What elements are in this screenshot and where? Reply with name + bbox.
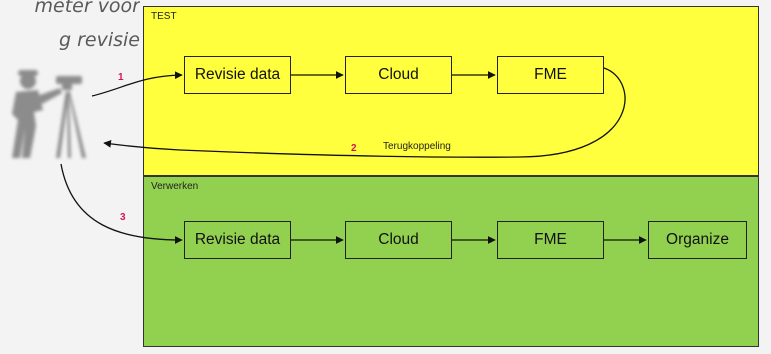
caption: meter voor g revisie	[0, 0, 141, 60]
lane-label-verwerken: Verwerken	[151, 181, 199, 192]
caption-line-2: g revisie	[59, 29, 140, 51]
arrow-flow-3	[60, 163, 183, 244]
box-verwerken-revisie-data[interactable]: Revisie data	[184, 221, 291, 259]
box-test-revisie-data[interactable]: Revisie data	[184, 56, 291, 94]
lane-label-test: TEST	[151, 11, 177, 22]
box-verwerken-fme[interactable]: FME	[497, 221, 604, 259]
feedback-label: Terugkoppeling	[383, 141, 451, 152]
flow-number-2: 2	[351, 143, 357, 154]
box-verwerken-cloud[interactable]: Cloud	[345, 221, 452, 259]
caption-line-1: meter voor	[34, 0, 141, 17]
surveyor-with-tripod-icon	[12, 70, 86, 158]
box-test-cloud[interactable]: Cloud	[345, 56, 452, 94]
flow-number-1: 1	[118, 72, 124, 83]
arrow-flow-1	[91, 71, 183, 97]
arrow-flow-2	[103, 67, 626, 158]
box-verwerken-organize[interactable]: Organize	[648, 221, 747, 259]
box-test-fme[interactable]: FME	[497, 56, 604, 94]
lane-verwerken: Verwerken	[143, 176, 759, 347]
flow-number-3: 3	[120, 212, 126, 223]
